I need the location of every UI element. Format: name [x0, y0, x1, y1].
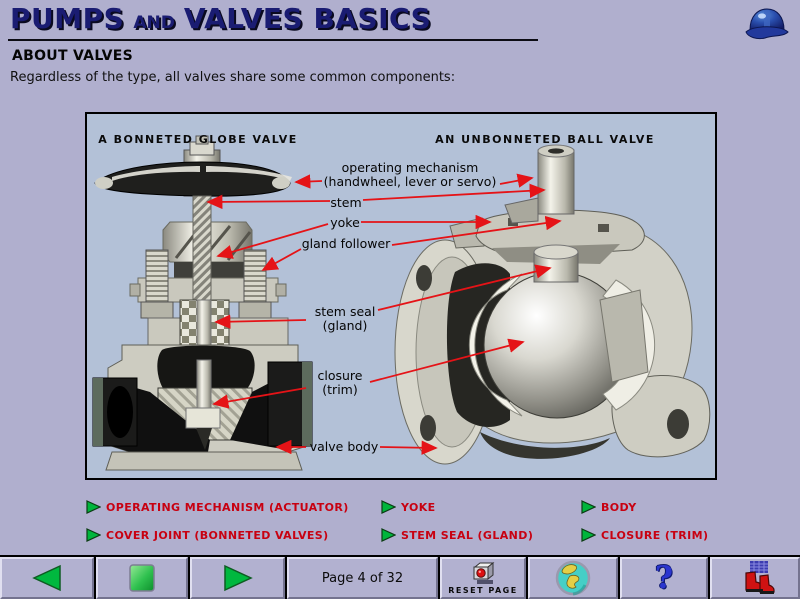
menu-arrow-icon: [381, 500, 396, 514]
page-indicator: Page 4 of 32: [287, 557, 438, 599]
globe-icon: [555, 560, 591, 596]
reset-page-button[interactable]: RESET PAGE: [440, 557, 526, 599]
menu-item-yoke[interactable]: YOKE: [381, 500, 436, 514]
reset-icon: [473, 561, 495, 584]
menu-item-closure[interactable]: CLOSURE (TRIM): [581, 528, 708, 542]
label-stem: stem: [330, 195, 362, 210]
label-gland-follower: gland follower: [301, 236, 391, 251]
exit-icon: [745, 561, 775, 594]
ball-valve-drawing: [394, 144, 711, 465]
page-title: PUMPS AND VALVES BASICS: [10, 2, 431, 35]
diagram-panel: A BONNETED GLOBE VALVE AN UNBONNETED BAL…: [85, 112, 717, 480]
exit-button[interactable]: [710, 557, 800, 599]
prev-icon: [32, 564, 61, 592]
menu-arrow-icon: [581, 528, 596, 542]
help-button[interactable]: ?: [620, 557, 708, 599]
hard-hat-icon: [745, 8, 789, 40]
prev-button[interactable]: [0, 557, 94, 599]
label-operating-mechanism: operating mechanism (handwheel, lever or…: [323, 160, 497, 189]
next-button[interactable]: [190, 557, 285, 599]
label-closure: closure (trim): [317, 368, 363, 397]
next-icon: [223, 564, 253, 592]
help-icon: ?: [654, 560, 674, 596]
menu-arrow-icon: [86, 500, 101, 514]
label-stem-seal: stem seal (gland): [314, 304, 376, 333]
menu-item-operating-mechanism[interactable]: OPERATING MECHANISM (ACTUATOR): [86, 500, 349, 514]
title-word-3: VALVES BASICS: [183, 2, 432, 35]
intro-text: Regardless of the type, all valves share…: [10, 70, 456, 85]
callout-arrows: [206, 173, 562, 455]
bottom-navbar: Page 4 of 32 RESET PAGE ?: [0, 555, 800, 599]
menu-arrow-icon: [581, 500, 596, 514]
section-title: ABOUT VALVES: [12, 48, 133, 64]
right-valve-title: AN UNBONNETED BALL VALVE: [435, 133, 655, 146]
menu-item-body[interactable]: BODY: [581, 500, 637, 514]
label-valve-body: valve body: [309, 439, 379, 454]
title-underline: [8, 39, 538, 41]
title-word-2: AND: [133, 13, 175, 33]
menu-item-cover-joint[interactable]: COVER JOINT (BONNETED VALVES): [86, 528, 329, 542]
valve-illustration: [92, 135, 711, 471]
menu-arrow-icon: [381, 528, 396, 542]
menu-arrow-icon: [86, 528, 101, 542]
glossary-globe-button[interactable]: [528, 557, 618, 599]
menu-item-stem-seal[interactable]: STEM SEAL (GLAND): [381, 528, 533, 542]
label-yoke: yoke: [330, 215, 360, 230]
stop-icon: [129, 564, 155, 592]
globe-valve-drawing: [92, 135, 313, 471]
title-word-1: PUMPS: [10, 2, 125, 35]
left-valve-title: A BONNETED GLOBE VALVE: [98, 133, 298, 146]
stop-button[interactable]: [96, 557, 188, 599]
